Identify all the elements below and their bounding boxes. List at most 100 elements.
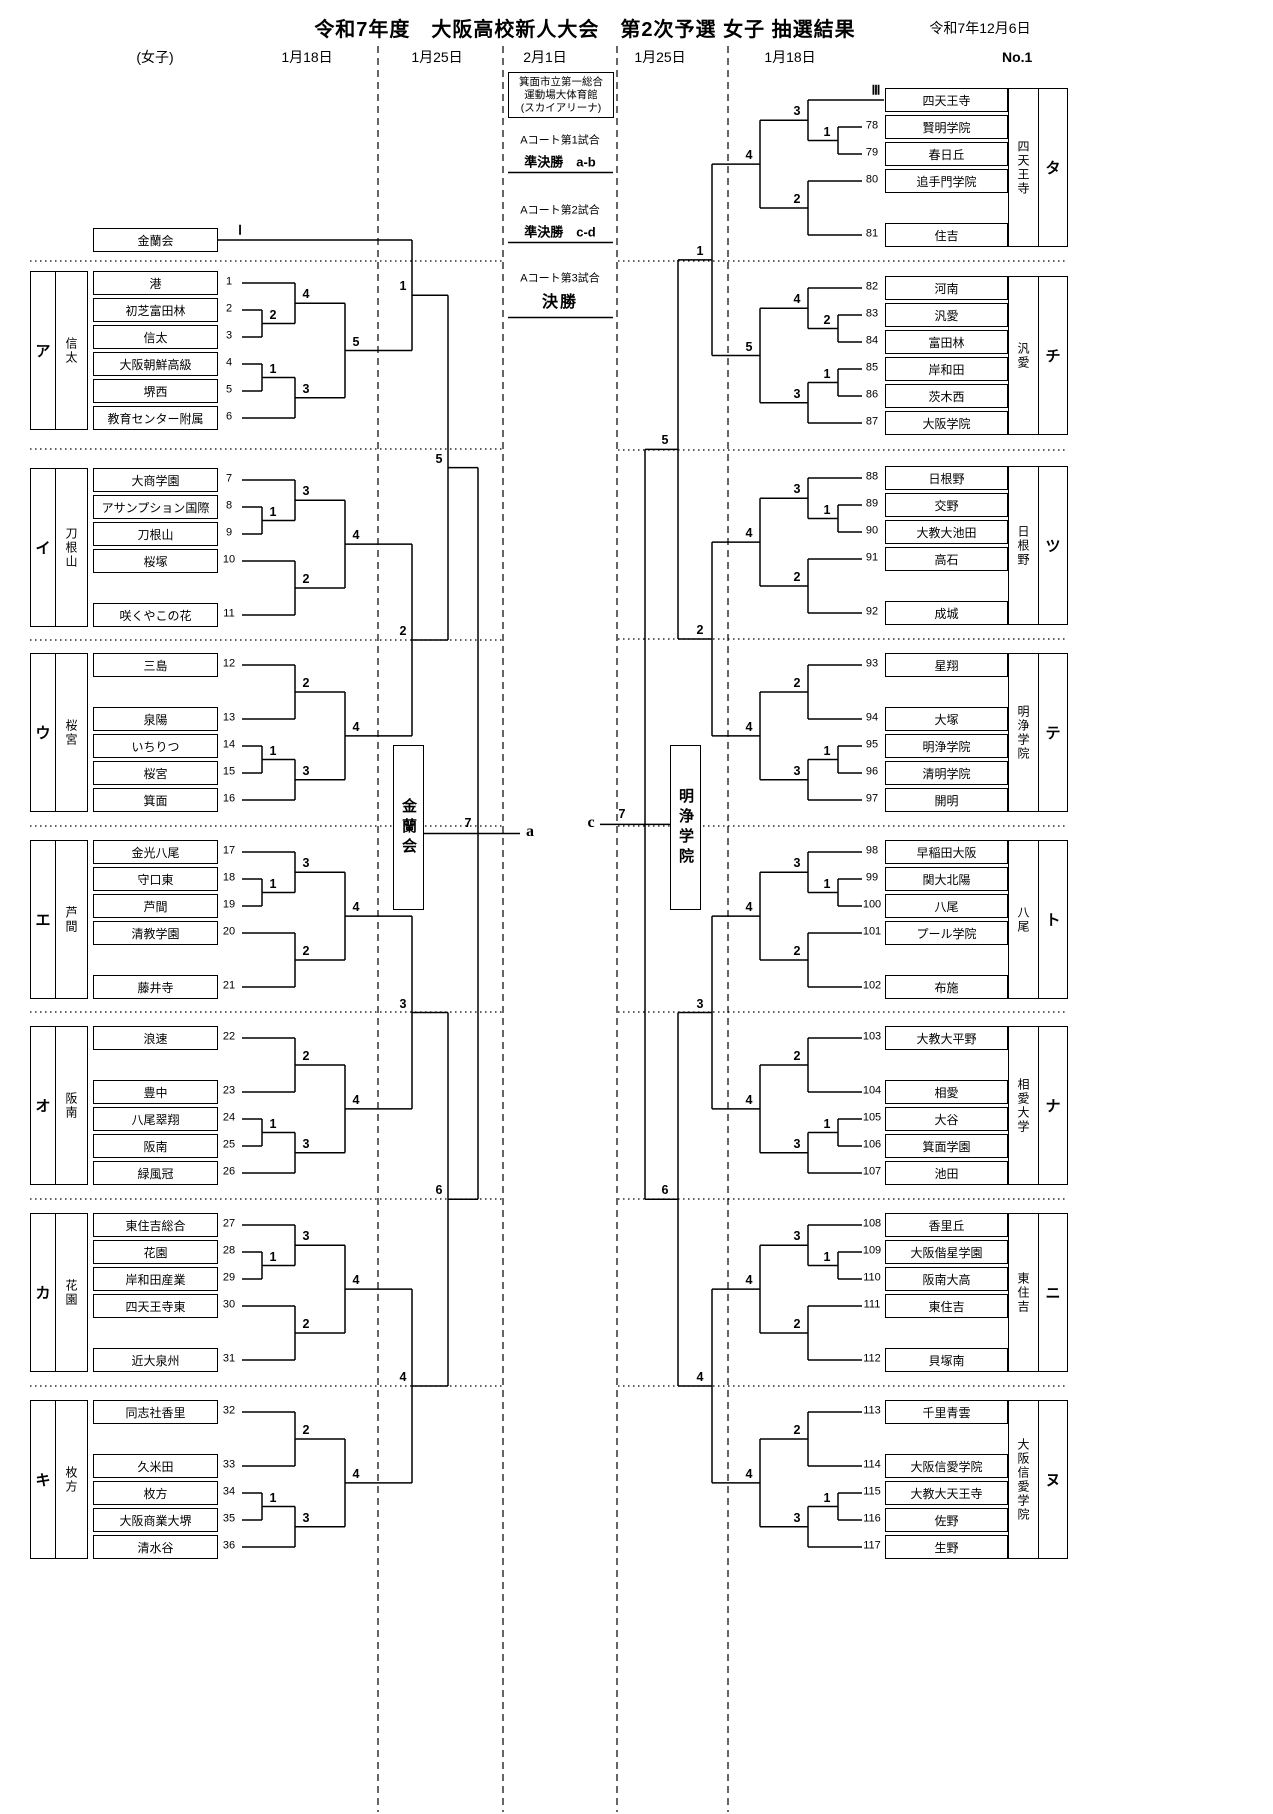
block-letter: ウ <box>31 654 56 811</box>
entry-number: 20 <box>222 925 236 938</box>
block-label-box: 相愛大学ナ <box>1008 1026 1068 1185</box>
match-number: 3 <box>793 763 801 778</box>
team-box: 泉陽 <box>93 707 218 731</box>
entry-number: 7 <box>225 472 233 485</box>
block-venue: 信太 <box>64 336 78 365</box>
entry-number: 90 <box>865 524 879 537</box>
entry-number: 112 <box>863 1352 881 1365</box>
match-number: 4 <box>352 1272 360 1287</box>
team-box: 芦間 <box>93 894 218 918</box>
team-box: 八尾 <box>885 894 1008 918</box>
team-box: 四天王寺東 <box>93 1294 218 1318</box>
block-label-box: 八尾ト <box>1008 840 1068 999</box>
round-match-number: 6 <box>435 1183 443 1197</box>
match-number: 5 <box>352 334 360 349</box>
team-box: 大阪学院 <box>885 411 1008 435</box>
seed-numeral: Ⅰ <box>238 222 242 238</box>
entry-number: 98 <box>865 844 879 857</box>
entry-number: 1 <box>225 275 233 288</box>
block-venue: 日根野 <box>1009 467 1039 624</box>
final-match-number: 7 <box>464 816 472 831</box>
right-finalist-box: 明浄学院 <box>670 745 701 910</box>
match-number: 4 <box>745 899 753 914</box>
block-label-box: 明浄学院テ <box>1008 653 1068 812</box>
block-label-box: ウ桜宮 <box>30 653 88 812</box>
match-number: 1 <box>823 743 831 758</box>
block-label-box: カ花園 <box>30 1213 88 1372</box>
entry-number: 107 <box>862 1165 882 1178</box>
entry-number: 95 <box>865 738 879 751</box>
team-box: 藤井寺 <box>93 975 218 999</box>
team-box: 生野 <box>885 1535 1008 1559</box>
team-box: 清教学園 <box>93 921 218 945</box>
entry-number: 81 <box>865 227 879 240</box>
team-box: 花園 <box>93 1240 218 1264</box>
entry-number: 11 <box>223 607 235 620</box>
entry-number: 15 <box>222 765 236 778</box>
entry-number: 114 <box>863 1458 881 1471</box>
match-number: 1 <box>269 1249 277 1264</box>
entry-number: 78 <box>865 119 879 132</box>
team-box: 住吉 <box>885 223 1008 247</box>
match-number: 2 <box>302 1048 310 1063</box>
match-number: 4 <box>352 1466 360 1481</box>
team-box: 岸和田 <box>885 357 1008 381</box>
block-letter: ナ <box>1045 1098 1061 1115</box>
block-label-box: オ阪南 <box>30 1026 88 1185</box>
team-box: 明浄学院 <box>885 734 1008 758</box>
entry-number: 32 <box>222 1404 236 1417</box>
block-label-box: キ枚方 <box>30 1400 88 1559</box>
entry-number: 94 <box>865 711 879 724</box>
entry-number: 105 <box>862 1111 882 1124</box>
match-number: 1 <box>823 1116 831 1131</box>
match-number: 1 <box>269 876 277 891</box>
team-box: 千里青雲 <box>885 1400 1008 1424</box>
team-box: プール学院 <box>885 921 1008 945</box>
team-box: 佐野 <box>885 1508 1008 1532</box>
page-number: No.1 <box>1002 49 1033 65</box>
entry-number: 100 <box>862 898 882 911</box>
entry-number: 83 <box>865 307 879 320</box>
venue-line: 運動場大体育館 <box>524 88 598 101</box>
block-letter: チ <box>1045 348 1061 365</box>
match-number: 4 <box>793 292 801 306</box>
team-box: 箕面学園 <box>885 1134 1008 1158</box>
match-number: 2 <box>302 1422 310 1437</box>
round-match-number: 5 <box>435 451 443 466</box>
team-box: 金光八尾 <box>93 840 218 864</box>
match-number: 1 <box>823 502 831 517</box>
entry-number: 28 <box>222 1244 236 1257</box>
team-box: 桜宮 <box>93 761 218 785</box>
team-box: 賢明学院 <box>885 115 1008 139</box>
match-number: 3 <box>302 1510 310 1525</box>
seeded-team-box: 金蘭会 <box>93 228 218 252</box>
block-letter: タ <box>1045 160 1061 177</box>
match-number: 1 <box>823 366 831 381</box>
match-number: 2 <box>793 675 801 690</box>
entry-number: 22 <box>222 1030 236 1043</box>
entry-number: 106 <box>862 1138 882 1151</box>
left-finalist-box: 金蘭会 <box>393 745 424 910</box>
block-label-box: 汎愛チ <box>1008 276 1068 435</box>
entry-number: 115 <box>863 1485 881 1498</box>
schedule-match-label: 準決勝 c-d <box>524 224 596 240</box>
semifinal-slot-a: a <box>526 823 534 841</box>
team-box: 日根野 <box>885 466 1008 490</box>
match-number: 3 <box>302 763 310 778</box>
team-box: 相愛 <box>885 1080 1008 1104</box>
match-number: 1 <box>823 876 831 891</box>
team-box: 阪南大高 <box>885 1267 1008 1291</box>
team-box: 開明 <box>885 788 1008 812</box>
block-venue: 阪南 <box>64 1091 78 1120</box>
team-box: 信太 <box>93 325 218 349</box>
final-match-number: 7 <box>618 807 626 822</box>
match-number: 3 <box>793 856 801 870</box>
team-box: 大阪信愛学院 <box>885 1454 1008 1478</box>
column-header: 2月1日 <box>523 49 567 65</box>
entry-number: 117 <box>863 1539 881 1552</box>
team-box: 桜塚 <box>93 549 218 573</box>
entry-number: 16 <box>222 792 236 805</box>
match-number: 3 <box>302 856 310 870</box>
match-number: 1 <box>269 743 277 758</box>
match-number: 1 <box>269 1490 277 1505</box>
